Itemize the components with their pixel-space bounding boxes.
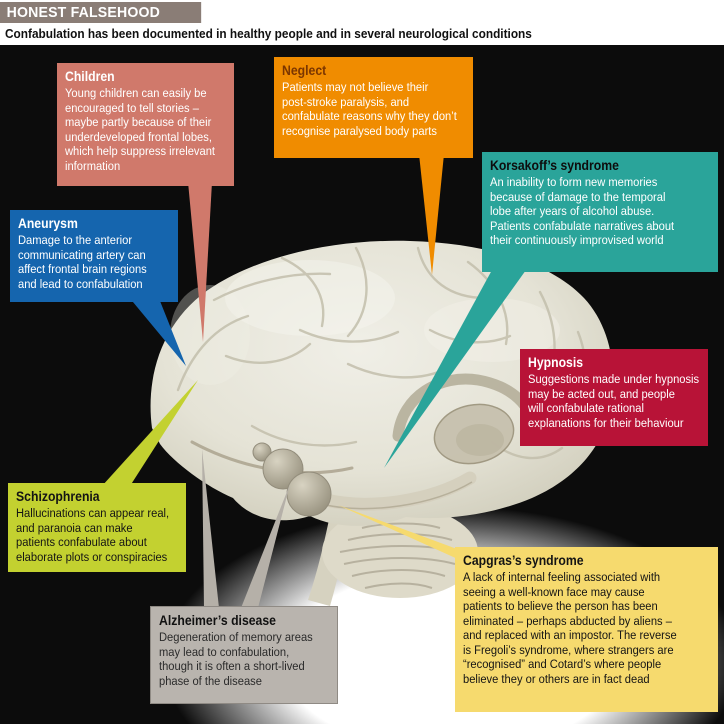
callout-neglect-body: Patients may not believe their post-stro… [282, 80, 457, 138]
neglect-pointer [419, 154, 444, 275]
callout-children-body: Young children can easily be encouraged … [65, 86, 216, 173]
aneurysm-pointer [128, 296, 186, 366]
callout-alzheimers: Alzheimer’s disease Degeneration of memo… [150, 606, 338, 704]
header-subtitle: Confabulation has been documented in hea… [5, 27, 532, 41]
callout-schizophrenia: Schizophrenia Hallucinations can appear … [8, 483, 186, 573]
callout-korsakoff-title: Korsakoff’s syndrome [490, 158, 619, 173]
callout-neglect-title: Neglect [282, 63, 327, 78]
callout-hypnosis-body: Suggestions made under hypnosis may be a… [528, 372, 700, 430]
callout-hypnosis: Hypnosis Suggestions made under hypnosis… [520, 349, 708, 446]
internal-structures [252, 373, 540, 517]
callout-children-title: Children [65, 69, 115, 84]
callout-aneurysm-title: Aneurysm [18, 216, 78, 231]
callout-korsakoff: Korsakoff’s syndrome An inability to for… [482, 152, 718, 272]
callout-schizophrenia-body: Hallucinations can appear real, and para… [16, 506, 170, 564]
alzheimers-pointer-2 [241, 484, 290, 608]
callout-alzheimers-title: Alzheimer’s disease [159, 613, 276, 628]
callout-schizophrenia-title: Schizophrenia [16, 489, 100, 504]
callout-aneurysm: Aneurysm Damage to the anterior communic… [10, 210, 178, 302]
callout-hypnosis-title: Hypnosis [528, 355, 584, 370]
callout-capgras-body: A lack of internal feeling associated wi… [463, 570, 677, 686]
header: HONEST FALSEHOOD Confabulation has been … [0, 0, 724, 45]
page-title: HONEST FALSEHOOD [0, 2, 202, 23]
callout-aneurysm-body: Damage to the anterior communicating art… [18, 233, 147, 291]
callout-neglect: Neglect Patients may not believe their p… [274, 57, 473, 158]
callout-capgras-title: Capgras’s syndrome [463, 553, 584, 568]
callout-korsakoff-body: An inability to form new memories becaus… [490, 175, 675, 248]
korsakoff-pointer [384, 270, 526, 468]
alzheimers-pointer-1 [202, 449, 219, 608]
callout-alzheimers-body: Degeneration of memory areas may lead to… [159, 630, 313, 688]
callout-children: Children Young children can easily be en… [57, 63, 234, 186]
schizophrenia-pointer [102, 380, 198, 486]
children-pointer [188, 182, 212, 342]
capgras-pointer [338, 505, 471, 565]
callout-capgras: Capgras’s syndrome A lack of internal fe… [455, 547, 718, 712]
